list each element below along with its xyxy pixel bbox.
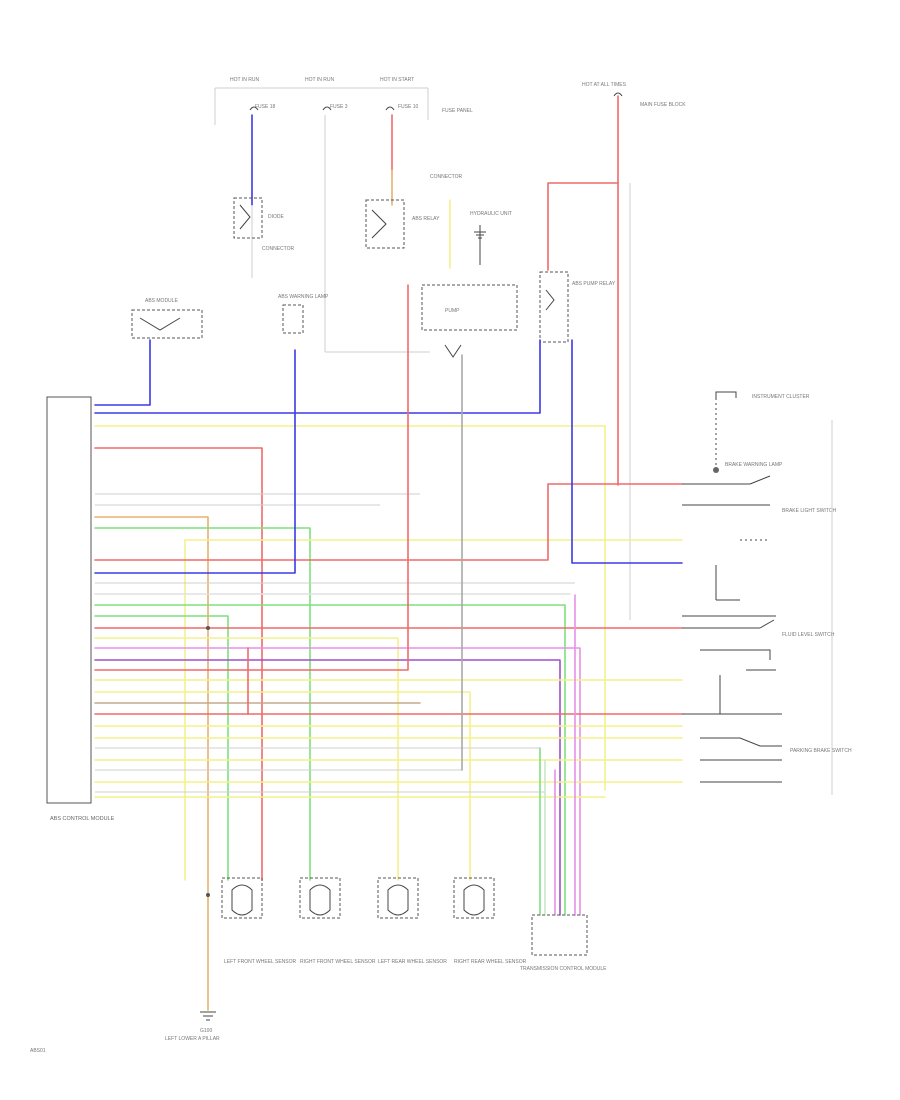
label-abs-module-caption: ABS CONTROL MODULE	[50, 816, 115, 822]
rf-sensor-box	[299, 877, 341, 919]
vertical-wires	[251, 95, 631, 620]
wire-red-pump-relay	[547, 182, 619, 271]
rf-sensor-coil-icon	[309, 884, 331, 916]
figure-id: ABS01	[30, 1048, 46, 1054]
rr-sensor-coil-icon	[463, 884, 485, 916]
harness-wires	[94, 284, 683, 1011]
label-hot-start: HOT IN START	[380, 77, 414, 83]
wire-red-abs-relay	[94, 284, 409, 671]
lr-sensor-coil-icon	[387, 884, 409, 916]
label-fuse-3: FUSE 10	[398, 104, 419, 110]
relays: DIODE CONNECTOR ABS RELAY CONNECTOR HYDR…	[131, 174, 616, 358]
label-warning-lamp: ABS WARNING LAMP	[278, 294, 329, 300]
lamp-icon	[713, 467, 719, 473]
lf-sensor-box	[221, 877, 263, 919]
wire-blue-pump-relay	[571, 339, 683, 564]
wire-orange-ground	[94, 516, 209, 1011]
label-pump: PUMP	[445, 308, 460, 314]
splice-dot	[206, 626, 210, 630]
label-rr-sensor: RIGHT REAR WHEEL SENSOR	[454, 959, 527, 965]
fuse-2-icon	[322, 106, 332, 111]
wire-purple-tcm	[94, 659, 561, 916]
fluid-switch-contact-icon	[759, 619, 775, 629]
ground-tap-icon	[474, 231, 486, 239]
wire-green-rf-sensor	[94, 527, 311, 881]
label-abs-relay: ABS RELAY	[412, 216, 440, 222]
label-hot-run-1: HOT IN RUN	[230, 77, 259, 83]
hydraulic-unit-box	[421, 284, 518, 331]
lf-sensor-coil-icon	[231, 884, 253, 916]
fuse-main-icon	[613, 92, 623, 97]
label-fuse-panel: FUSE PANEL	[442, 108, 473, 114]
label-parking-switch: PARKING BRAKE SWITCH	[790, 748, 852, 754]
label-ground: G100	[200, 1028, 212, 1034]
wire-red-brake-switch	[94, 483, 683, 561]
pump-relay-switch-icon	[545, 289, 555, 311]
lr-sensor-box	[377, 877, 419, 919]
label-connector: CONNECTOR	[262, 246, 295, 252]
wheel-sensors: LEFT FRONT WHEEL SENSOR RIGHT FRONT WHEE…	[221, 877, 607, 972]
abs-control-module: ABS CONTROL MODULE	[46, 396, 115, 822]
wire-green-tcm	[94, 604, 566, 916]
label-fuse-2: FUSE 3	[330, 104, 348, 110]
abs-module-block	[46, 396, 92, 804]
label-diode: DIODE	[268, 214, 285, 220]
wire-red-lf-sensor	[94, 447, 263, 881]
abs-module-connector-icon	[139, 317, 181, 331]
label-ground-caption: LEFT LOWER A PILLAR	[165, 1036, 220, 1042]
wire-blue-warning-lamp	[94, 349, 296, 574]
label-abs-cluster: INSTRUMENT CLUSTER	[752, 394, 810, 400]
right-switches: INSTRUMENT CLUSTER BRAKE WARNING LAMP BR…	[682, 391, 852, 795]
label-fuse-1: FUSE 18	[255, 104, 276, 110]
ground-icon	[200, 1011, 216, 1021]
relay-left-box	[233, 197, 263, 239]
label-hot-run-2: HOT IN RUN	[305, 77, 334, 83]
wire-yellow-rr-sensor	[94, 691, 471, 881]
wire-pink-tcm	[94, 647, 581, 916]
label-abs-module: ABS MODULE	[145, 298, 178, 304]
pump-motor-icon	[444, 344, 462, 358]
fuse-3-icon	[385, 106, 395, 111]
abs-relay-box	[365, 199, 405, 249]
label-hydraulic: HYDRAULIC UNIT	[470, 211, 512, 217]
label-lr-sensor: LEFT REAR WHEEL SENSOR	[378, 959, 447, 965]
wire-blue-main	[94, 339, 541, 414]
abs-relay-switch-icon	[371, 209, 387, 239]
wire-yellow-lr-sensor	[94, 637, 399, 881]
label-lf-sensor: LEFT FRONT WHEEL SENSOR	[224, 959, 297, 965]
label-fluid-switch: FLUID LEVEL SWITCH	[782, 632, 835, 638]
label-rf-sensor: RIGHT FRONT WHEEL SENSOR	[300, 959, 376, 965]
relay-left-coil-icon	[239, 204, 251, 230]
rr-sensor-box	[453, 877, 495, 919]
power-feeds: HOT IN RUN HOT IN RUN HOT IN START FUSE …	[214, 77, 686, 125]
brake-switch-contact-icon	[749, 475, 771, 485]
cluster-bracket-icon	[715, 391, 737, 398]
parking-switch-1-icon	[700, 737, 782, 747]
label-tcm: TRANSMISSION CONTROL MODULE	[520, 966, 607, 972]
abs-module-connector-box	[131, 309, 203, 339]
fluid-switch-return	[700, 649, 771, 660]
pump-relay-box	[539, 271, 569, 343]
label-abs-pump-relay: ABS PUMP RELAY	[572, 281, 616, 287]
label-fuse-block: MAIN FUSE BLOCK	[640, 102, 686, 108]
label-connector-2: CONNECTOR	[430, 174, 463, 180]
fuse-1-icon	[249, 106, 259, 111]
ground: G100 LEFT LOWER A PILLAR	[165, 626, 220, 1042]
wire-blue-connector	[94, 339, 151, 406]
label-hot-all-times: HOT AT ALL TIMES	[582, 82, 627, 88]
splice-dot-2	[206, 893, 210, 897]
tcm-connector-box	[531, 914, 588, 956]
label-brake-switch: BRAKE LIGHT SWITCH	[782, 508, 836, 514]
label-brake-warning: BRAKE WARNING LAMP	[725, 462, 783, 468]
warning-lamp-box	[282, 304, 304, 334]
